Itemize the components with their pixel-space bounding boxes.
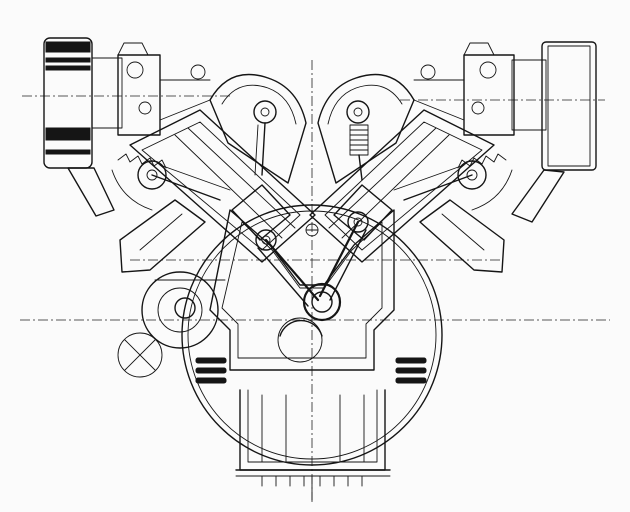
left-cylinder-bank xyxy=(111,109,320,307)
left-carburettor xyxy=(43,37,211,217)
right-carburettor xyxy=(413,41,597,223)
bell-housing xyxy=(181,204,443,466)
oil-sump xyxy=(235,389,391,501)
crankcase xyxy=(209,209,395,371)
center-lines xyxy=(20,60,610,505)
cylinder-heads xyxy=(209,73,415,184)
pulleys xyxy=(117,271,226,378)
side-fins xyxy=(195,357,427,384)
right-cylinder-bank xyxy=(309,109,513,301)
